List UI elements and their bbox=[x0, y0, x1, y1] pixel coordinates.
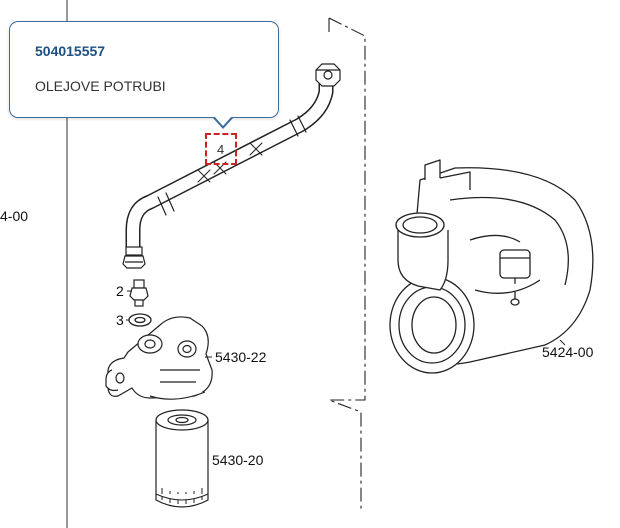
turbo-reference[interactable]: 5424-00 bbox=[542, 344, 594, 360]
turbo-leader bbox=[559, 339, 566, 346]
callout-3[interactable]: 3 bbox=[116, 312, 124, 328]
tooltip-part-number: 504015557 bbox=[35, 43, 106, 59]
tooltip-description: OLEJOVE POTRUBI bbox=[35, 78, 166, 94]
callout-2[interactable]: 2 bbox=[116, 283, 124, 299]
hose-top-nut bbox=[315, 63, 341, 87]
turbo-boundary bbox=[328, 17, 366, 510]
adapter-fitting[interactable] bbox=[129, 279, 149, 307]
filter-head-reference[interactable]: 5430-22 bbox=[215, 349, 267, 365]
filter-head[interactable] bbox=[105, 316, 213, 400]
selected-callout-box[interactable] bbox=[205, 133, 237, 165]
tooltip-pointer bbox=[212, 116, 234, 129]
filter-reference[interactable]: 5430-20 bbox=[212, 452, 264, 468]
callout-4[interactable]: 4 bbox=[217, 142, 225, 157]
hose-bottom-nut bbox=[122, 246, 146, 269]
left-cut-reference: 4-00 bbox=[0, 208, 29, 224]
part-tooltip: 504015557 OLEJOVE POTRUBI bbox=[9, 21, 279, 118]
sealing-washer[interactable] bbox=[128, 313, 152, 327]
oil-filter[interactable] bbox=[155, 409, 209, 508]
turbocharger[interactable] bbox=[389, 159, 594, 374]
